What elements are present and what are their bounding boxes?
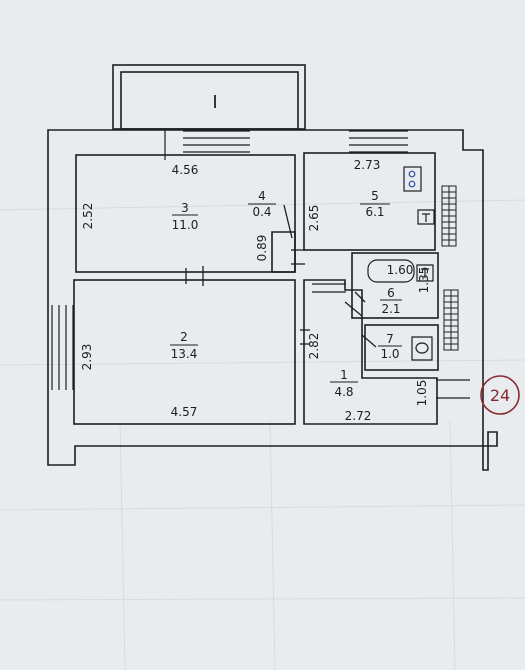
room-5-area: 6.1 <box>365 205 384 219</box>
apartment-number: 24 <box>490 386 510 405</box>
room-5-number: 5 <box>371 189 379 203</box>
bathroom-sink-icon <box>416 264 434 282</box>
windows <box>51 128 408 390</box>
room-7-number: 7 <box>386 332 394 346</box>
room-6-number: 6 <box>387 286 395 300</box>
bathtub-icon <box>367 259 415 283</box>
dim-hall-side: 1.05 <box>415 380 429 407</box>
room-6-area: 2.1 <box>381 302 400 316</box>
kitchen-sink-icon <box>417 209 435 225</box>
background-form-lines <box>0 199 525 670</box>
room-7-outline <box>364 324 439 371</box>
dim-hall-width: 2.72 <box>345 409 372 423</box>
dim-room2-inner: 2.82 <box>307 333 321 360</box>
room-7-area: 1.0 <box>380 347 399 361</box>
balcony-label: I <box>212 92 217 113</box>
room-label-bars <box>170 203 402 383</box>
toilet-icon <box>411 336 433 361</box>
room-1-outline <box>303 279 438 425</box>
stove-icon <box>403 166 422 192</box>
room-4-area: 0.4 <box>252 205 271 219</box>
room-2-number: 2 <box>180 330 188 344</box>
apartment-number-stamp: 24 <box>480 375 520 415</box>
room-3-number: 3 <box>181 201 189 215</box>
room-6-outline <box>351 252 439 319</box>
room-3-area: 11.0 <box>172 218 199 232</box>
dim-room2-width: 4.57 <box>171 405 198 419</box>
room-2-area: 13.4 <box>171 347 198 361</box>
balcony-inner <box>120 71 299 130</box>
dim-room3-height: 2.52 <box>81 203 95 230</box>
doors <box>185 204 470 399</box>
dim-room3-width: 4.56 <box>172 163 199 177</box>
outer-wall <box>47 129 498 471</box>
room-5-outline <box>303 152 436 251</box>
dim-bath-height: 1.35 <box>417 267 431 294</box>
balcony <box>112 64 306 130</box>
dim-room5-height: 2.65 <box>307 205 321 232</box>
dim-room5-width: 2.73 <box>354 158 381 172</box>
dim-room2-height: 2.93 <box>80 344 94 371</box>
room-4-outline <box>271 231 296 273</box>
room-4-number: 4 <box>258 189 266 203</box>
room-1-number: 1 <box>340 368 348 382</box>
dim-bath-width: 1.60 <box>387 263 414 277</box>
room-1-area: 4.8 <box>334 385 353 399</box>
ventilation-shafts <box>441 185 459 351</box>
room-2-outline <box>73 279 296 425</box>
dim-closet-height: 0.89 <box>255 235 269 262</box>
